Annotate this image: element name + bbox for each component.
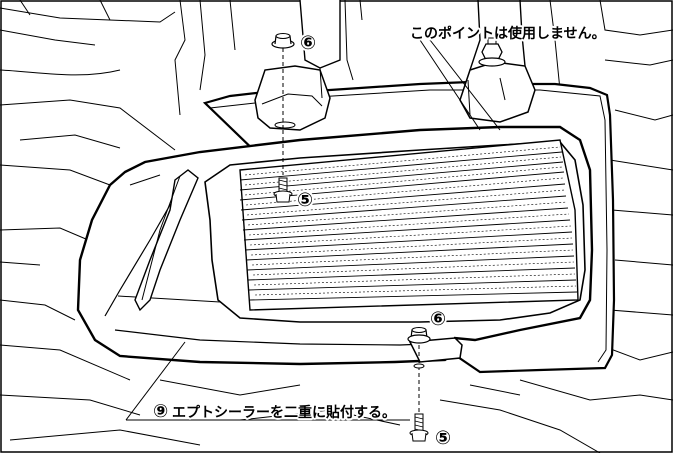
- bolt-six-bottom: [407, 327, 431, 415]
- bolt-five-bottom: [409, 413, 429, 442]
- bolt-six-top: [271, 33, 295, 130]
- part-number-five-middle: ⑤: [297, 189, 313, 211]
- part-number-nine: ⑨: [153, 401, 168, 422]
- unused-point-label: このポイントは使用しません。: [410, 25, 606, 42]
- part-number-six-top: ⑥: [300, 32, 316, 54]
- bottom-bracket-tab: [408, 337, 463, 363]
- right-bracket: [459, 0, 536, 123]
- bolt-five-middle: [273, 130, 293, 203]
- leader-lines: [125, 39, 501, 421]
- part-number-five-bottom: ⑤: [435, 427, 451, 449]
- sealer-label: エプトシーラーを二重に貼付する。: [172, 404, 396, 421]
- sealer-strip: [129, 169, 199, 312]
- part-number-six-bottom: ⑥: [430, 308, 446, 330]
- left-bracket: [254, 0, 341, 131]
- radiator-fins: [239, 139, 579, 311]
- bracket-bolt-right: [478, 37, 506, 67]
